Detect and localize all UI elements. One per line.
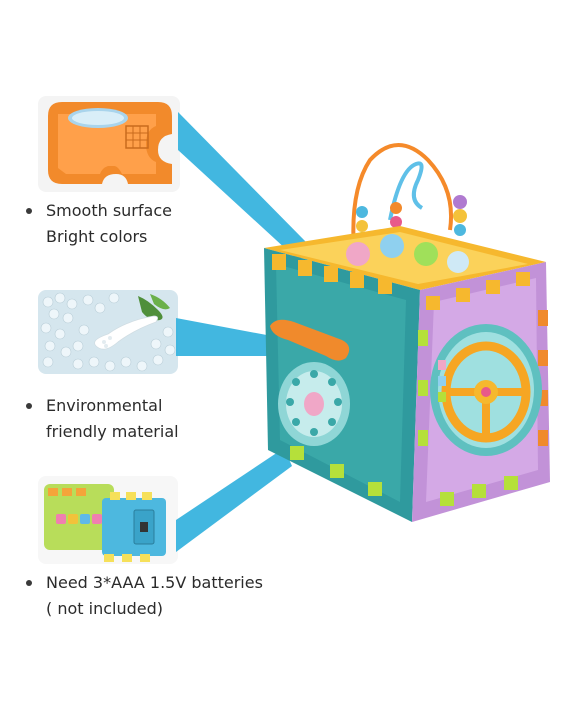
activity-cube [264, 143, 550, 522]
thumbnail-plastic-pellets [38, 290, 178, 374]
pointer-bottom [176, 448, 292, 552]
feature-environmental: Environmental friendly material [26, 393, 179, 445]
bullet-icon [26, 208, 32, 214]
thumbnail-battery [38, 476, 178, 564]
thumbnail-smooth-surface [38, 96, 180, 192]
feature-line: Smooth surface [46, 201, 172, 220]
feature-batteries: Need 3*AAA 1.5V batteries ( not included… [26, 570, 263, 622]
feature-line: Bright colors [46, 227, 148, 246]
pointer-top [178, 112, 306, 262]
feature-line: ( not included) [46, 599, 163, 618]
bullet-icon [26, 580, 32, 586]
feature-smooth-surface: Smooth surface Bright colors [26, 198, 172, 250]
feature-line: Need 3*AAA 1.5V batteries [46, 573, 263, 592]
feature-line: friendly material [46, 422, 179, 441]
feature-line: Environmental [46, 396, 163, 415]
bullet-icon [26, 403, 32, 409]
pointer-middle [176, 318, 272, 356]
